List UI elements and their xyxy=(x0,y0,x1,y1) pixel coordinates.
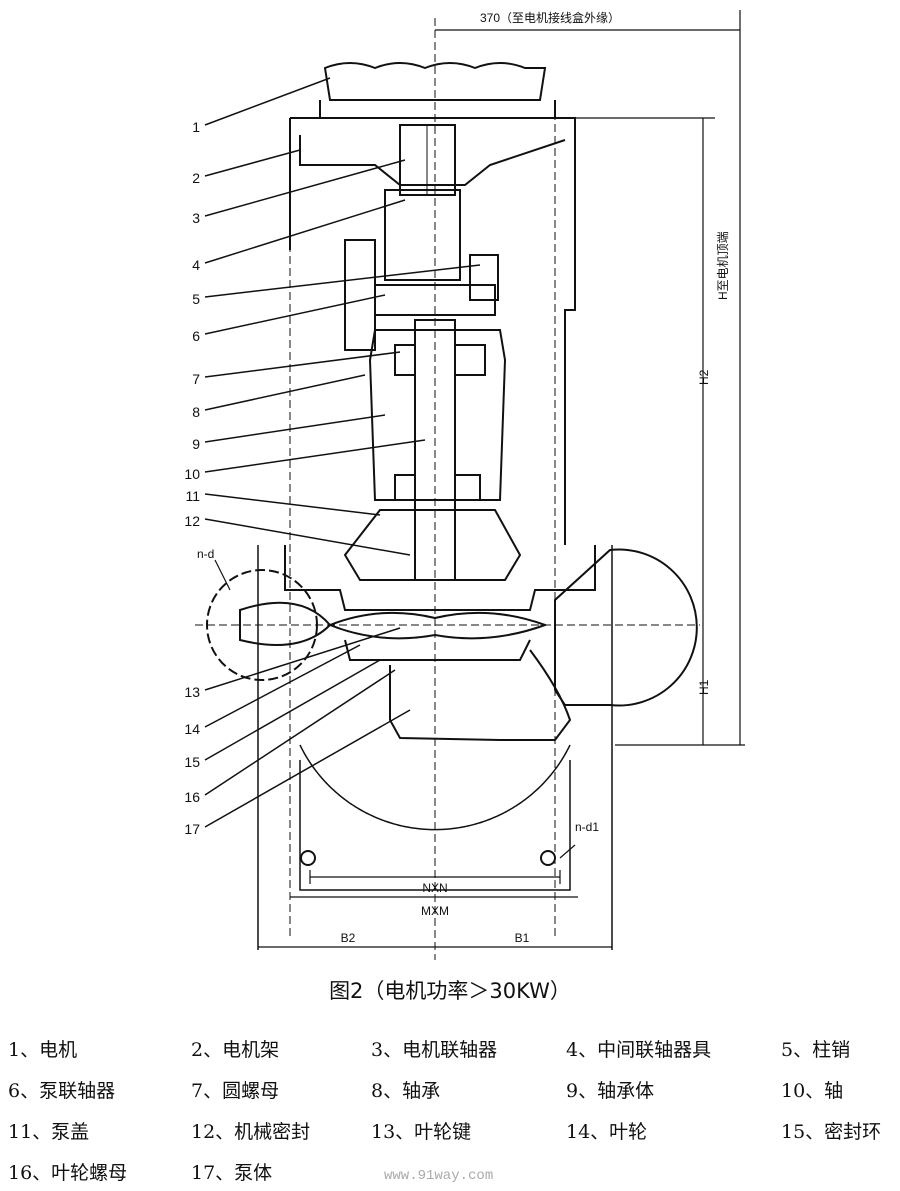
pump-body-volute xyxy=(554,548,698,707)
height-dimension-label: H至电机顶端 xyxy=(716,231,730,300)
part-label: 2 xyxy=(192,170,200,186)
n-d1-label: n-d1 xyxy=(575,820,599,834)
watermark: www.91way.com xyxy=(384,1168,494,1184)
motor-frame xyxy=(289,117,576,545)
legend-item: 10、轴 xyxy=(781,1080,844,1102)
legend-item: 14、叶轮 xyxy=(566,1121,648,1143)
part-label: 3 xyxy=(192,210,200,226)
part-label: 9 xyxy=(192,436,200,452)
pump-cover xyxy=(343,509,522,581)
b1-label: B1 xyxy=(515,931,530,945)
figure-caption: 图2（电机功率＞30KW） xyxy=(329,979,571,1003)
legend-item: 1、电机 xyxy=(8,1039,78,1061)
pump-cross-section-diagram: 1 2 3 4 5 6 7 8 9 10 11 12 13 14 15 16 1… xyxy=(184,10,745,960)
legend-item: 17、泵体 xyxy=(191,1162,273,1184)
part-label: 14 xyxy=(184,721,200,737)
legend-item: 8、轴承 xyxy=(371,1080,441,1102)
legend-item: 4、中间联轴器具 xyxy=(566,1039,712,1061)
part-label: 11 xyxy=(185,488,200,504)
part-label: 4 xyxy=(192,257,200,273)
b2-label: B2 xyxy=(341,931,356,945)
part-label: 1 xyxy=(192,119,200,135)
h1-label: H1 xyxy=(697,679,711,695)
legend-item: 5、柱销 xyxy=(781,1039,851,1061)
parts-legend: 1、电机 2、电机架 3、电机联轴器 4、中间联轴器具 5、柱销 6、泵联轴器 … xyxy=(8,1036,900,1187)
bearing-body xyxy=(368,329,507,501)
legend-item: 15、密封环 xyxy=(781,1121,882,1143)
part-label: 10 xyxy=(184,466,200,482)
part-label: 16 xyxy=(184,789,200,805)
legend-item: 11、泵盖 xyxy=(8,1121,90,1143)
n-d-label: n-d xyxy=(197,547,214,561)
mxm-label: MXM xyxy=(421,904,449,918)
legend-item: 7、圆螺母 xyxy=(191,1080,280,1102)
baseplate xyxy=(257,545,613,950)
legend-item: 13、叶轮键 xyxy=(371,1121,472,1143)
part-label: 6 xyxy=(192,328,200,344)
top-dimension-label: 370（至电机接线盒外缘） xyxy=(480,10,620,25)
legend-item: 16、叶轮螺母 xyxy=(8,1162,128,1184)
motor-top xyxy=(323,62,547,101)
part-label: 8 xyxy=(192,404,200,420)
legend-item: 6、泵联轴器 xyxy=(8,1080,116,1102)
impeller xyxy=(327,611,548,640)
part-label: 15 xyxy=(184,754,200,770)
legend-item: 12、机械密封 xyxy=(191,1121,311,1143)
legend-item: 2、电机架 xyxy=(191,1039,280,1061)
legend-item: 3、电机联轴器 xyxy=(371,1039,498,1061)
part-label: 5 xyxy=(192,291,200,307)
nxn-label: NXN xyxy=(422,881,447,895)
part-label: 12 xyxy=(184,513,200,529)
part-label: 17 xyxy=(184,821,200,837)
h2-label: H2 xyxy=(697,369,711,385)
part-label: 13 xyxy=(184,684,200,700)
legend-item: 9、轴承体 xyxy=(566,1080,655,1102)
part-label: 7 xyxy=(192,371,200,387)
